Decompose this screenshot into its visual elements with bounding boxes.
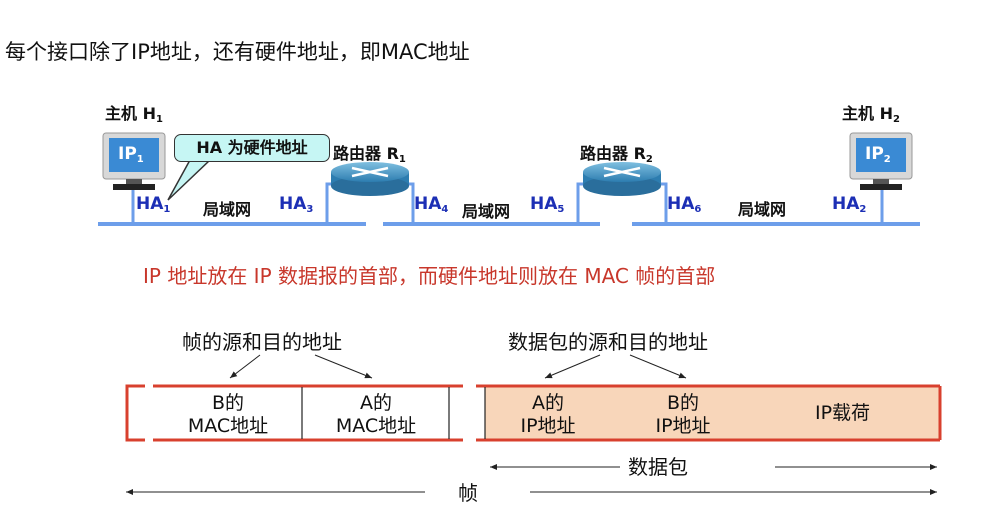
frame-border: [125, 384, 942, 442]
host-h2-label: 主机 H2: [842, 104, 900, 125]
host-h2-ip: IP2: [865, 144, 891, 165]
router-r2-icon: [583, 162, 661, 196]
slide-title: 每个接口除了IP地址，还有硬件地址，即MAC地址: [5, 40, 470, 64]
lan-3-label: 局域网: [738, 200, 787, 219]
router-r1-icon: [331, 162, 409, 196]
address-placement-statement: IP 地址放在 IP 数据报的首部，而硬件地址则放在 MAC 帧的首部: [143, 264, 716, 288]
host-h1-label: 主机 H1: [105, 104, 163, 125]
lan-1-label: 局域网: [203, 200, 252, 219]
address-arrows: [229, 354, 687, 379]
packet-address-label: 数据包的源和目的地址: [508, 330, 708, 354]
packet-span-label: 数据包: [628, 455, 688, 479]
host-h1-ip: IP1: [118, 144, 144, 165]
interface-ha1: HA1: [136, 194, 171, 215]
interface-ha2: HA2: [832, 194, 867, 215]
interface-ha6: HA6: [667, 194, 702, 215]
ip-payload-cell: IP载荷: [815, 402, 871, 424]
interface-ha3: HA3: [279, 194, 314, 215]
lan-2-label: 局域网: [462, 202, 511, 221]
router-r1-label: 路由器 R1: [333, 144, 406, 165]
interface-ha4: HA4: [414, 194, 449, 215]
frame-address-label: 帧的源和目的地址: [182, 330, 342, 354]
interface-ha5: HA5: [530, 194, 565, 215]
packet-fill: [485, 386, 940, 440]
router-r2-label: 路由器 R2: [580, 144, 653, 165]
host-h1-monitor-icon: [102, 132, 166, 190]
hardware-address-callout: HA 为硬件地址: [174, 134, 330, 162]
frame-span-label: 帧: [458, 481, 478, 505]
callout-tail: [167, 159, 212, 201]
host-h2-monitor-icon: [849, 132, 913, 190]
